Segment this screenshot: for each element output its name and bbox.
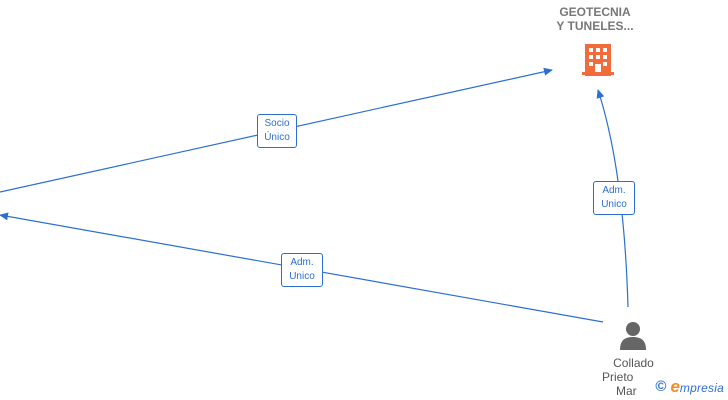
brand-logo-rest: mpresia — [679, 381, 724, 395]
company-title-line2: Y TUNELES... — [556, 19, 634, 33]
edge-label-line2: Unico — [601, 199, 627, 210]
company-title-line1: GEOTECNIA — [559, 5, 631, 19]
brand-logo-initial: e — [670, 377, 680, 396]
edge-label-line2: Unico — [289, 271, 315, 282]
company-title[interactable]: GEOTECNIA Y TUNELES... — [545, 5, 645, 33]
edge-label-adm-unico-left[interactable]: Adm. Unico — [281, 253, 323, 287]
person-icon[interactable] — [620, 322, 646, 350]
person-name-line2: Prieto — [602, 370, 634, 384]
edge-label-line1: Adm. — [602, 185, 626, 196]
edge-label-socio-unico[interactable]: Socio Único — [257, 114, 297, 148]
person-name-line1: Collado — [613, 356, 654, 370]
brand-watermark: © empresia — [655, 377, 724, 397]
edge-label-line1: Adm. — [290, 257, 314, 268]
edge-label-adm-unico-right[interactable]: Adm. Unico — [593, 181, 635, 215]
copyright-icon: © — [655, 378, 667, 395]
brand-logo: empresia — [670, 377, 724, 397]
edge-label-line2: Único — [264, 132, 290, 143]
edge-label-line1: Socio — [264, 118, 290, 129]
building-icon[interactable] — [582, 44, 614, 76]
person-name[interactable]: Collado Prieto Mar — [600, 356, 664, 398]
person-name-line3: Mar — [616, 384, 637, 398]
